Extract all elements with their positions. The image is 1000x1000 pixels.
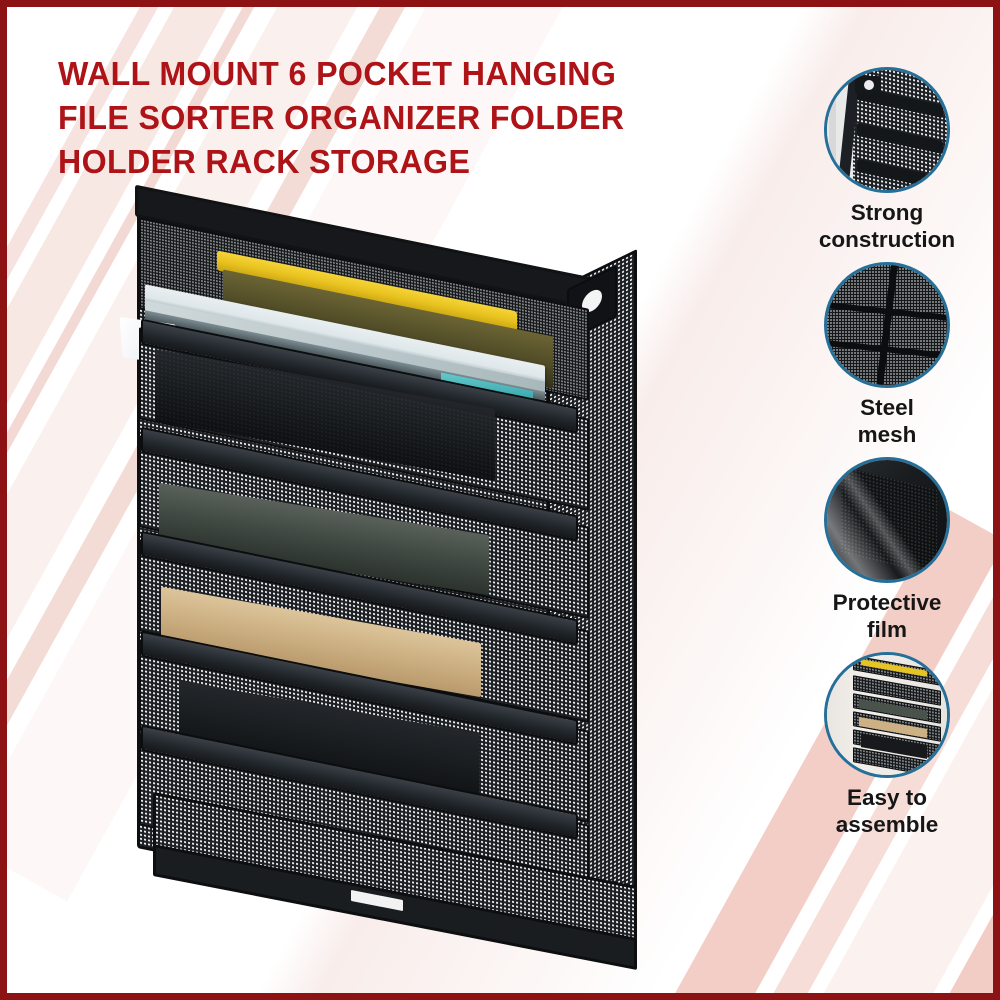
- steel-mesh-icon: [824, 262, 950, 388]
- product-image: [115, 184, 675, 971]
- feature-label: Easy to assemble: [835, 785, 939, 837]
- page-title: WALL MOUNT 6 POCKET HANGING FILE SORTER …: [58, 56, 625, 181]
- feature-label: Strong construction: [818, 200, 956, 252]
- feature-label: Protective film: [832, 590, 942, 642]
- feature-easy-to-assemble: Easy to assemble: [789, 652, 985, 838]
- protective-film-icon: [824, 457, 950, 583]
- file-rack: [115, 184, 675, 971]
- feature-steel-mesh: Steel mesh: [789, 262, 985, 448]
- easy-to-assemble-icon: [824, 652, 950, 778]
- feature-label: Steel mesh: [857, 395, 917, 447]
- feature-protective-film: Protective film: [789, 457, 985, 643]
- feature-strong-construction: Strong construction: [789, 67, 985, 253]
- feature-callout-list: Strong construction Steel mesh Prote: [789, 67, 985, 847]
- strong-construction-icon: [824, 67, 950, 193]
